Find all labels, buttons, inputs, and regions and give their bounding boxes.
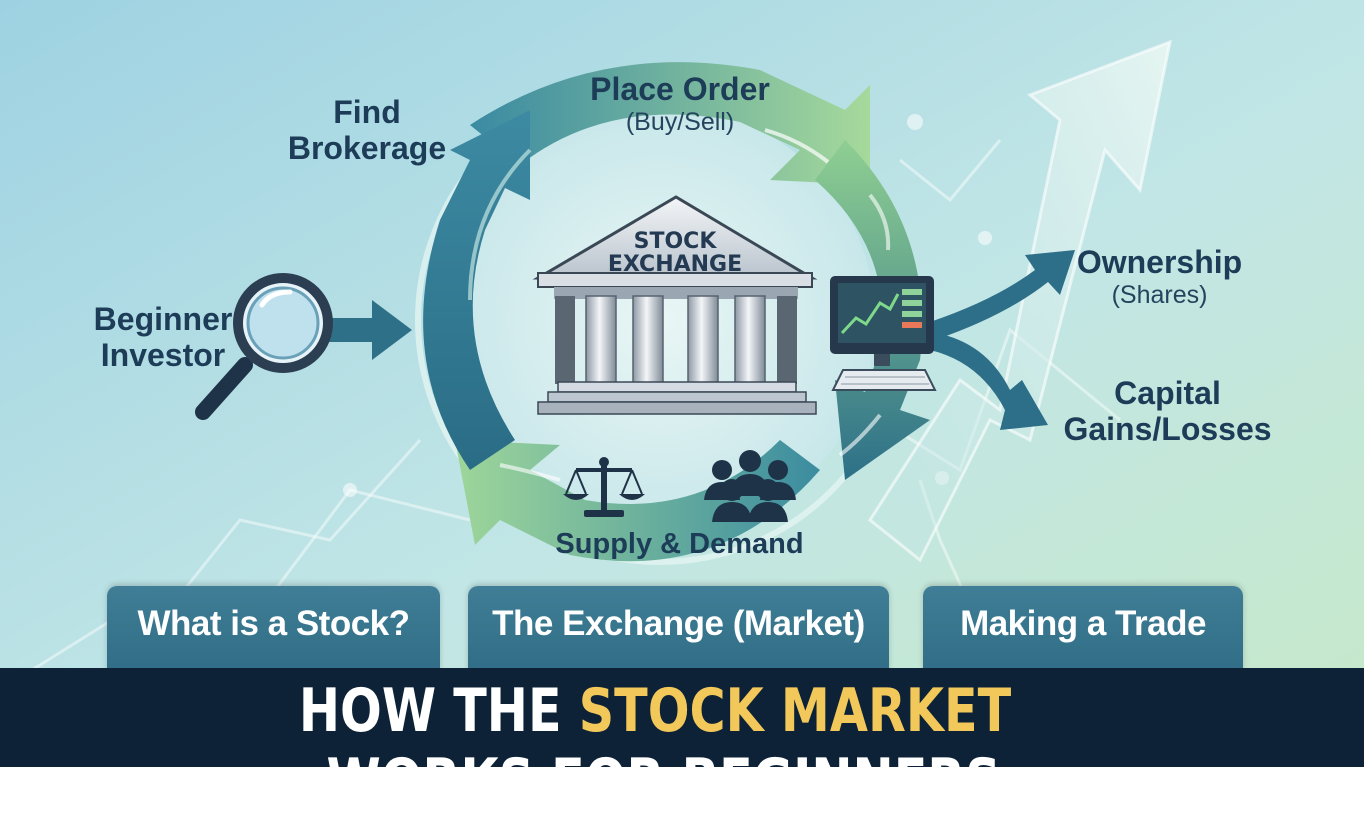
tab-the-exchange[interactable]: The Exchange (Market) xyxy=(468,586,889,682)
tab-label: What is a Stock? xyxy=(137,604,410,643)
computer-chart-icon xyxy=(830,276,937,391)
output-arrows xyxy=(930,250,1075,430)
label-ownership: Ownership (Shares) xyxy=(1072,244,1247,309)
ownership-sub: (Shares) xyxy=(1111,280,1208,309)
scales-icon xyxy=(563,457,645,517)
title-highlight: STOCK MARKET xyxy=(578,676,1012,746)
tab-label: The Exchange (Market) xyxy=(492,604,865,643)
label-find-brokerage: Find Brokerage xyxy=(282,94,452,167)
beginner-investor-text: Beginner Investor xyxy=(93,301,233,373)
label-supply-demand: Supply & Demand xyxy=(552,528,807,560)
capital-gains-text: Capital Gains/Losses xyxy=(1063,375,1272,447)
page-title: HOW THE STOCK MARKET WORKS FOR BEGINNERS xyxy=(118,676,1192,816)
exchange-line-2: EXCHANGE xyxy=(607,252,743,278)
label-capital-gains: Capital Gains/Losses xyxy=(1060,375,1275,448)
place-order-text: Place Order xyxy=(590,71,770,107)
growth-arrow xyxy=(868,39,1173,563)
title-banner xyxy=(0,668,1364,767)
find-brokerage-text: Find Brokerage xyxy=(287,94,447,166)
cycle-arrows xyxy=(423,62,930,562)
exchange-line-1: STOCK xyxy=(633,229,717,254)
place-order-sub: (Buy/Sell) xyxy=(625,107,735,136)
people-icon xyxy=(704,450,796,522)
title-part-1: HOW THE xyxy=(298,676,579,746)
entry-arrow xyxy=(320,300,412,360)
title-part-2: WORKS FOR BEGINNERS xyxy=(309,746,1001,816)
supply-demand-text: Supply & Demand xyxy=(555,528,804,560)
ownership-text: Ownership xyxy=(1076,244,1243,280)
tab-label: Making a Trade xyxy=(960,604,1206,643)
label-place-order: Place Order (Buy/Sell) xyxy=(575,71,785,136)
label-beginner-investor: Beginner Investor xyxy=(88,301,238,374)
tab-making-a-trade[interactable]: Making a Trade xyxy=(923,586,1243,682)
magnifying-glass-icon xyxy=(195,273,333,420)
tab-what-is-a-stock[interactable]: What is a Stock? xyxy=(107,586,440,682)
stock-exchange-label: STOCK EXCHANGE xyxy=(600,230,750,276)
bank-building-icon xyxy=(532,195,818,415)
